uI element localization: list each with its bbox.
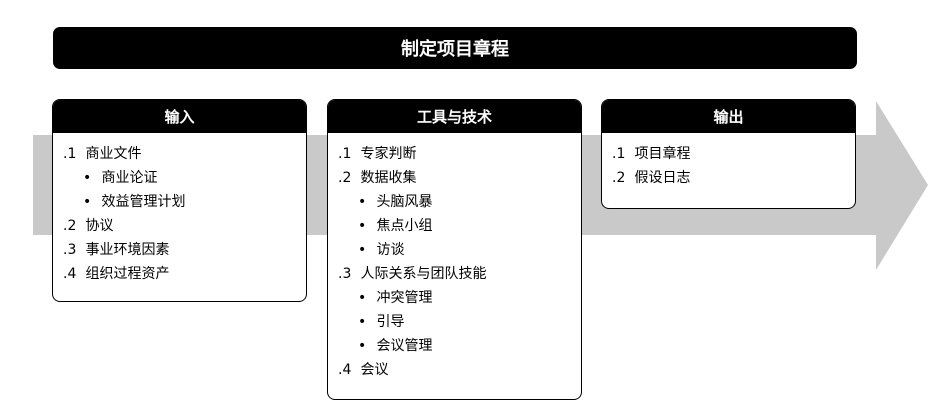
outputs-list: .1 项目章程 .2 假设日志 <box>602 133 855 190</box>
outputs-header: 输出 <box>602 100 855 133</box>
item-number: .1 <box>612 146 626 162</box>
bullet-icon: • <box>83 170 92 186</box>
tools-item-3: .3 人际关系与团队技能 <box>338 262 581 286</box>
tools-header-label: 工具与技术 <box>416 108 492 126</box>
tools-subitem: • 焦点小组 <box>338 214 581 238</box>
item-label: 组织过程资产 <box>85 266 170 282</box>
subitem-label: 效益管理计划 <box>101 194 186 210</box>
inputs-header-label: 输入 <box>164 108 195 126</box>
item-number: .3 <box>63 242 77 258</box>
tools-list: .1 专家判断 .2 数据收集 • 头脑风暴 • 焦点小组 • 访谈 .3 人际… <box>328 133 581 382</box>
tools-item-2: .2 数据收集 <box>338 166 581 190</box>
subitem-label: 焦点小组 <box>376 218 433 234</box>
tools-subitem: • 会议管理 <box>338 334 581 358</box>
subitem-label: 访谈 <box>376 242 405 258</box>
subitem-label: 会议管理 <box>376 338 433 354</box>
bullet-icon: • <box>83 194 92 210</box>
subitem-label: 冲突管理 <box>376 290 433 306</box>
item-label: 项目章程 <box>634 146 691 162</box>
inputs-box: 输入 .1 商业文件 • 商业论证 • 效益管理计划 .2 协议 .3 事业环境… <box>52 99 307 302</box>
outputs-header-label: 输出 <box>713 108 744 126</box>
item-label: 人际关系与团队技能 <box>360 266 487 282</box>
item-number: .2 <box>612 170 626 186</box>
bullet-icon: • <box>358 194 367 210</box>
tools-subitem: • 引导 <box>338 310 581 334</box>
item-number: .1 <box>63 146 77 162</box>
inputs-item-1: .1 商业文件 <box>63 142 306 166</box>
bullet-icon: • <box>358 338 367 354</box>
tools-item-4: .4 会议 <box>338 358 581 382</box>
tools-box: 工具与技术 .1 专家判断 .2 数据收集 • 头脑风暴 • 焦点小组 • 访谈… <box>327 99 582 400</box>
item-label: 假设日志 <box>634 170 691 186</box>
item-number: .2 <box>63 218 77 234</box>
inputs-item-4: .4 组织过程资产 <box>63 262 306 286</box>
item-number: .4 <box>338 362 352 378</box>
item-label: 商业文件 <box>85 146 142 162</box>
tools-subitem: • 访谈 <box>338 238 581 262</box>
inputs-item-3: .3 事业环境因素 <box>63 238 306 262</box>
outputs-item-1: .1 项目章程 <box>612 142 855 166</box>
inputs-header: 输入 <box>53 100 306 133</box>
tools-header: 工具与技术 <box>328 100 581 133</box>
item-number: .3 <box>338 266 352 282</box>
tools-subitem: • 头脑风暴 <box>338 190 581 214</box>
item-number: .4 <box>63 266 77 282</box>
inputs-subitem: • 效益管理计划 <box>63 190 306 214</box>
page-title: 制定项目章程 <box>401 39 509 60</box>
subitem-label: 头脑风暴 <box>376 194 433 210</box>
item-label: 协议 <box>85 218 114 234</box>
item-label: 专家判断 <box>360 146 417 162</box>
inputs-item-2: .2 协议 <box>63 214 306 238</box>
subitem-label: 商业论证 <box>101 170 158 186</box>
outputs-box: 输出 .1 项目章程 .2 假设日志 <box>601 99 856 209</box>
inputs-list: .1 商业文件 • 商业论证 • 效益管理计划 .2 协议 .3 事业环境因素 … <box>53 133 306 286</box>
bullet-icon: • <box>358 242 367 258</box>
item-number: .2 <box>338 170 352 186</box>
item-number: .1 <box>338 146 352 162</box>
subitem-label: 引导 <box>376 314 405 330</box>
page-title-bar: 制定项目章程 <box>53 27 857 69</box>
item-label: 数据收集 <box>360 170 417 186</box>
bullet-icon: • <box>358 290 367 306</box>
outputs-item-2: .2 假设日志 <box>612 166 855 190</box>
tools-item-1: .1 专家判断 <box>338 142 581 166</box>
bullet-icon: • <box>358 314 367 330</box>
tools-subitem: • 冲突管理 <box>338 286 581 310</box>
item-label: 事业环境因素 <box>85 242 170 258</box>
inputs-subitem: • 商业论证 <box>63 166 306 190</box>
bullet-icon: • <box>358 218 367 234</box>
item-label: 会议 <box>360 362 389 378</box>
